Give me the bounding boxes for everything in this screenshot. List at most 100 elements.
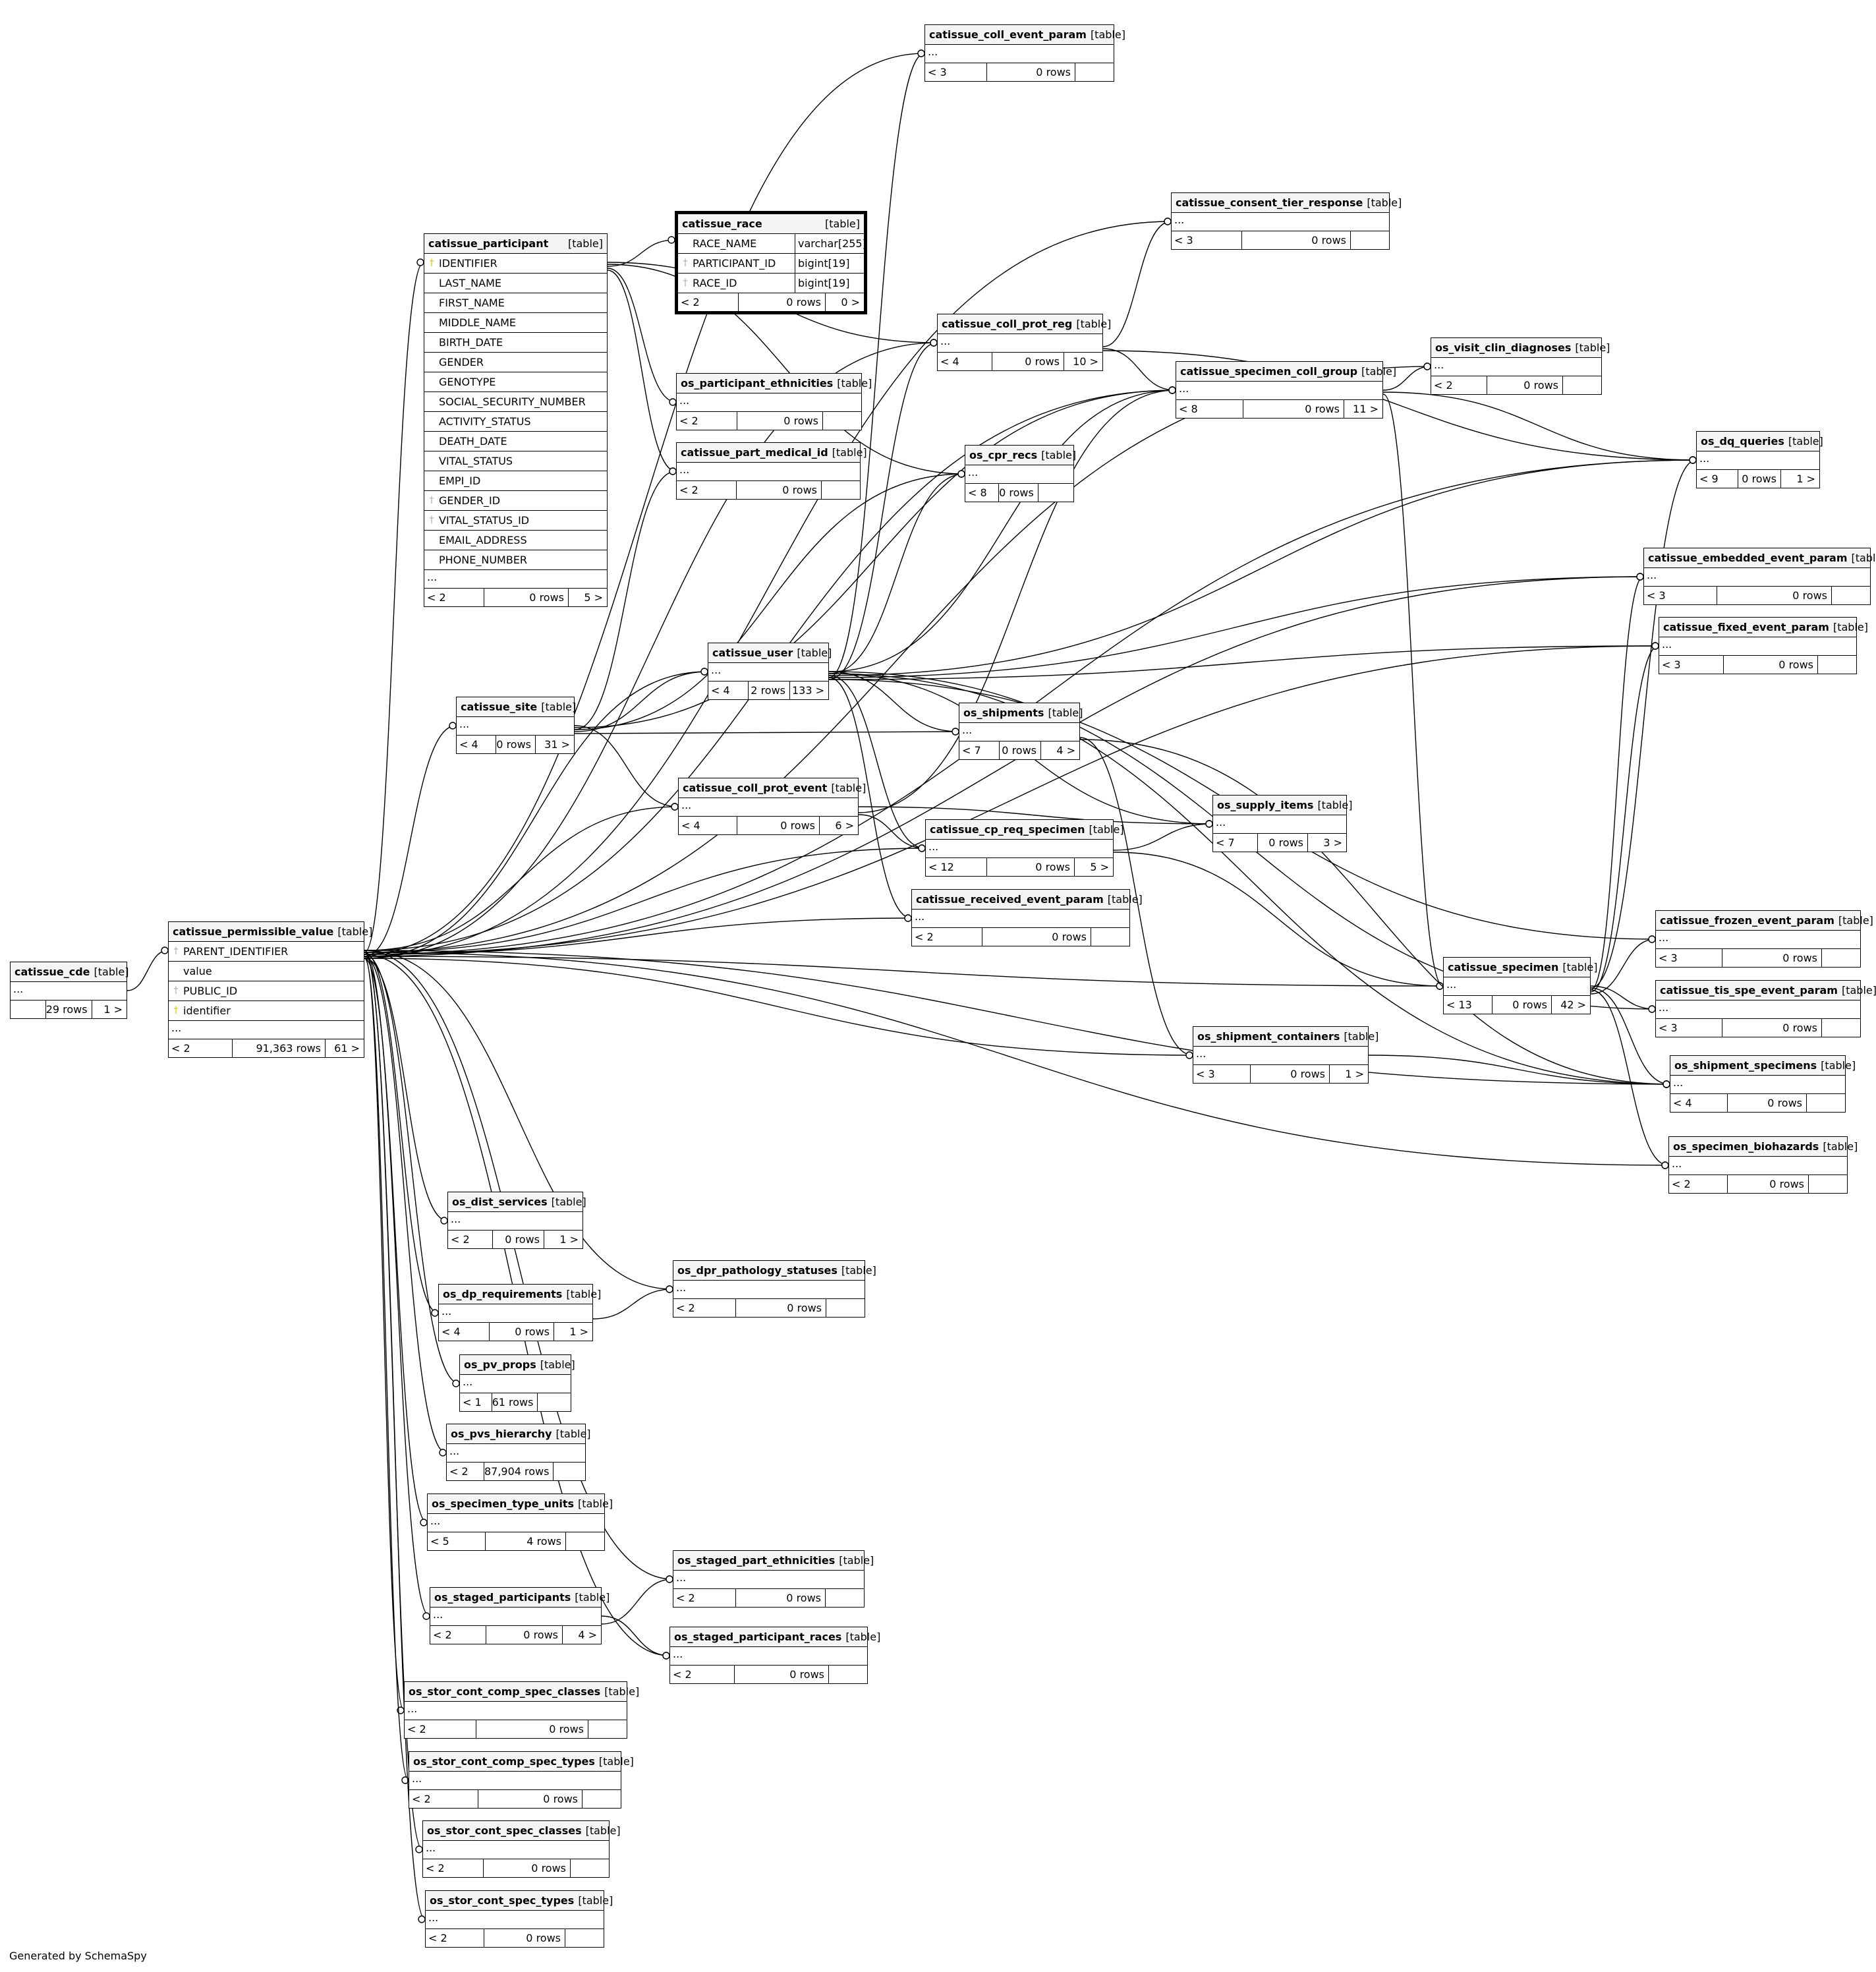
parent-count[interactable]: < 2 [448,1231,494,1248]
child-count[interactable]: 3 > [1323,836,1342,849]
table-name[interactable]: catissue_race [682,218,762,230]
child-count[interactable]: 61 > [334,1042,360,1055]
table-name[interactable]: catissue_permissible_value [173,925,334,938]
table-name[interactable]: os_staged_part_ethnicities [677,1554,836,1567]
parent-count[interactable]: < 5 [428,1532,486,1550]
more-columns-ellipsis[interactable]: ... [423,1841,609,1859]
more-columns-ellipsis[interactable]: ... [1656,931,1860,949]
child-count[interactable]: 1 > [103,1003,123,1016]
column-row[interactable]: SOCIAL_SECURITY_NUMBER [424,392,607,412]
parent-count[interactable]: < 2 [673,1299,736,1317]
parent-count[interactable]: < 7 [1213,834,1258,852]
more-columns-ellipsis[interactable]: ... [1697,451,1819,470]
table-name[interactable]: os_stor_cont_comp_spec_classes [409,1685,601,1698]
table-name[interactable]: os_specimen_biohazards [1673,1140,1819,1153]
table-os-staged-participant-races[interactable]: os_staged_participant_races[table]...< 2… [669,1627,880,1684]
more-columns-ellipsis[interactable]: ... [926,840,1113,858]
more-columns-ellipsis[interactable]: ... [912,910,1129,928]
table-name[interactable]: catissue_user [712,647,793,659]
parent-count[interactable]: < 3 [1656,1019,1723,1037]
table-name[interactable]: catissue_specimen_coll_group [1180,365,1358,378]
more-columns-ellipsis[interactable]: ... [1431,358,1601,376]
more-columns-ellipsis[interactable]: ... [959,723,1079,741]
child-count[interactable]: 5 > [1090,861,1109,873]
more-columns-ellipsis[interactable]: ... [965,465,1073,484]
more-columns-ellipsis[interactable]: ... [426,1911,604,1929]
parent-count[interactable]: < 2 [405,1720,477,1738]
child-count[interactable] [823,412,861,430]
table-name[interactable]: os_participant_ethnicities [681,377,834,390]
column-row[interactable]: PHONE_NUMBER [424,550,607,570]
child-count[interactable]: 5 > [584,591,603,604]
more-columns-ellipsis[interactable]: ... [1659,637,1856,656]
more-columns-ellipsis[interactable]: ... [1172,213,1389,231]
child-count[interactable] [1822,1019,1860,1037]
parent-count[interactable]: < 4 [1670,1094,1728,1112]
child-count[interactable] [1818,656,1856,674]
parent-count[interactable]: < 2 [677,481,737,499]
more-columns-ellipsis[interactable]: ... [673,1571,864,1589]
table-name[interactable]: catissue_received_event_param [916,893,1104,906]
table-catissue-tis-spe-event-param[interactable]: catissue_tis_spe_event_param[table]...< … [1655,980,1876,1037]
child-count[interactable] [571,1859,609,1877]
more-columns-ellipsis[interactable]: ... [447,1444,585,1463]
more-columns-ellipsis[interactable]: ... [11,982,127,1000]
parent-count[interactable]: < 2 [677,412,737,430]
parent-count[interactable]: < 2 [423,1859,484,1877]
parent-count[interactable]: < 9 [1697,470,1738,488]
column-row[interactable]: VITAL_STATUS [424,451,607,471]
child-count[interactable] [1807,1094,1845,1112]
table-name[interactable]: os_supply_items [1217,799,1314,811]
child-count[interactable]: 42 > [1560,999,1586,1011]
table-name[interactable]: os_dp_requirements [443,1288,563,1300]
column-row[interactable]: †IDENTIFIER [424,254,607,274]
more-columns-ellipsis[interactable]: ... [1670,1076,1845,1094]
more-columns-ellipsis[interactable]: ... [430,1608,601,1626]
parent-count[interactable]: < 2 [678,293,739,311]
child-count[interactable] [829,1666,867,1683]
child-count[interactable] [538,1393,571,1411]
parent-count[interactable]: < 2 [1431,376,1487,394]
child-count[interactable]: 1 > [1345,1068,1364,1080]
more-columns-ellipsis[interactable]: ... [169,1021,364,1039]
parent-count[interactable]: < 3 [1659,656,1724,674]
more-columns-ellipsis[interactable]: ... [439,1304,592,1323]
more-columns-ellipsis[interactable]: ... [448,1212,583,1231]
child-count[interactable] [1809,1175,1847,1193]
more-columns-ellipsis[interactable]: ... [457,717,574,736]
column-row[interactable]: EMPI_ID [424,471,607,491]
table-name[interactable]: os_stor_cont_spec_classes [427,1824,582,1837]
column-row[interactable]: LAST_NAME [424,274,607,293]
column-row[interactable]: DEATH_DATE [424,432,607,451]
table-name[interactable]: os_cpr_recs [969,449,1038,461]
table-name[interactable]: os_pv_props [464,1358,536,1371]
parent-count[interactable]: < 2 [447,1463,484,1480]
parent-count[interactable]: < 3 [1172,231,1243,249]
more-columns-ellipsis[interactable]: ... [1213,815,1346,834]
child-count[interactable] [1091,928,1129,946]
parent-count[interactable]: < 2 [673,1589,736,1607]
table-name[interactable]: catissue_cp_req_specimen [930,823,1085,836]
column-row[interactable]: †PUBLIC_ID [169,981,364,1001]
table-name[interactable]: catissue_specimen [1448,961,1559,973]
table-name[interactable]: os_staged_participants [434,1591,571,1604]
column-row[interactable]: MIDDLE_NAME [424,313,607,333]
child-count[interactable] [583,1790,621,1808]
